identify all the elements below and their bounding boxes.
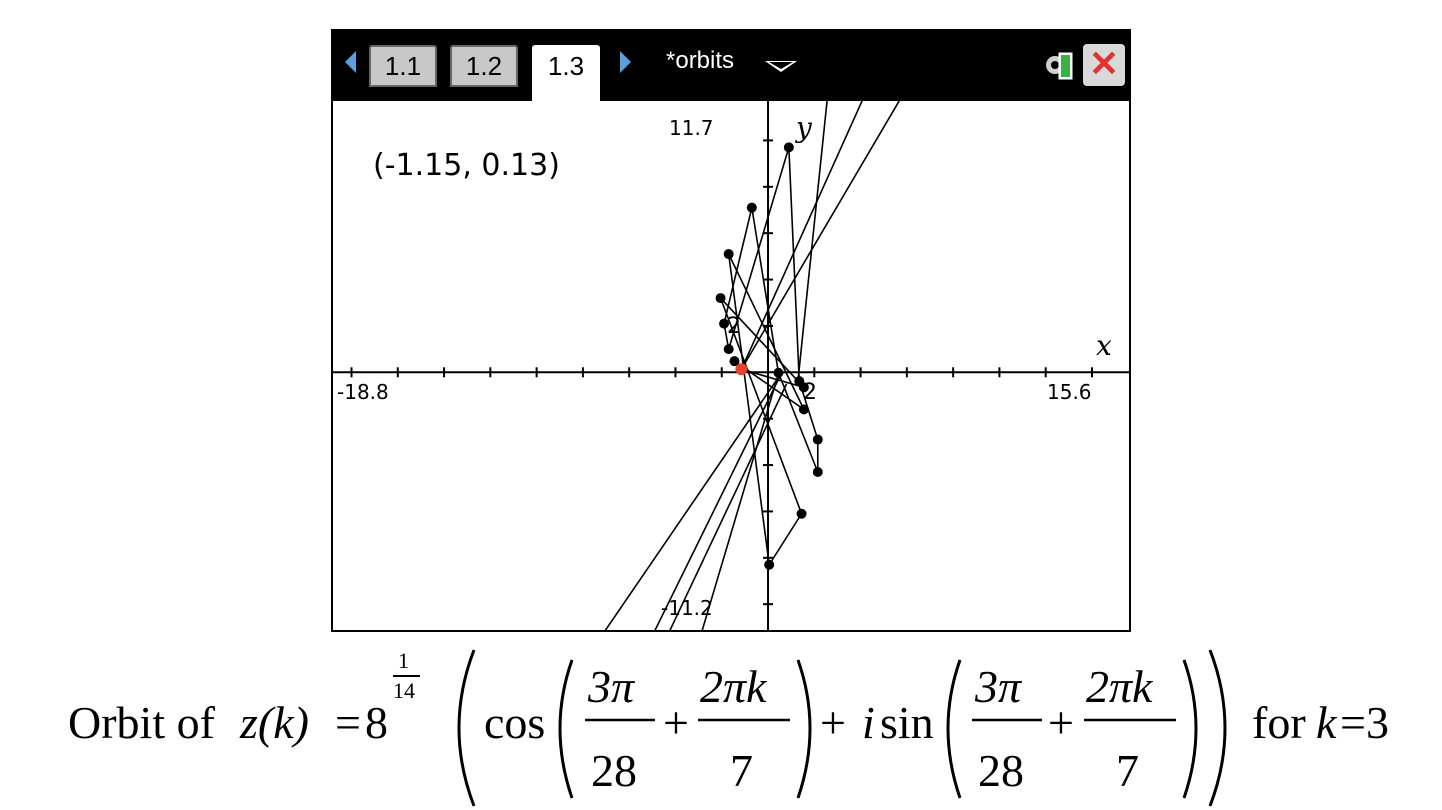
caption-prefix: Orbit of	[68, 697, 216, 748]
sin-paren-right	[1182, 659, 1198, 799]
plus-sign-1: +	[663, 697, 689, 748]
k-variable: k	[1316, 697, 1338, 748]
x-axis-label: x	[1096, 329, 1112, 362]
orbit-segment	[768, 513, 803, 566]
right-arrow-icon[interactable]	[620, 51, 631, 73]
frac1-denominator: 28	[591, 745, 637, 796]
left-arrow-icon[interactable]	[345, 51, 356, 73]
y-min-label: -11.2	[661, 596, 713, 620]
coordinate-readout: (-1.15, 0.13)	[373, 148, 560, 183]
document-title[interactable]: *orbits	[666, 47, 735, 74]
dropdown-caret-icon[interactable]	[765, 61, 797, 72]
sin-label: sin	[880, 697, 934, 748]
imaginary-i: i	[862, 697, 875, 748]
orbit-ray	[740, 101, 901, 370]
frac2-denominator: 7	[730, 745, 753, 796]
tab-1-2[interactable]: 1.2	[450, 45, 518, 87]
orbit-ray	[654, 371, 783, 630]
highlight-point	[735, 363, 748, 376]
orbit-segment	[751, 207, 780, 373]
orbit-point	[764, 559, 775, 570]
battery-gear-icon[interactable]	[1045, 47, 1075, 83]
x-tick-label-2: 2	[803, 380, 817, 405]
exponent-denominator: 14	[393, 678, 415, 703]
frac1-numerator: 3π	[587, 661, 636, 712]
x-min-label: -18.8	[337, 380, 389, 404]
y-max-label: 11.7	[669, 116, 714, 140]
orbit-point	[723, 344, 734, 355]
plus-sign-2: +	[820, 697, 846, 748]
frac3-numerator: 3π	[974, 661, 1023, 712]
orbit-segment	[719, 297, 803, 515]
frac2-numerator: 2πk	[700, 661, 768, 712]
frac4-denominator: 7	[1116, 745, 1139, 796]
orbit-point	[798, 382, 809, 393]
orbit-ray	[604, 371, 783, 630]
orbit-ray	[701, 369, 781, 630]
formula-caption: Orbit of z(k) = 8 1 14 cos 3π 28 + 2πk 7…	[68, 648, 1389, 807]
y-axis-label: y	[794, 111, 813, 144]
orbit-segment	[720, 297, 805, 388]
x-max-label: 15.6	[1047, 380, 1092, 404]
orbit-segment	[788, 147, 801, 382]
tab-1-3[interactable]: 1.3	[532, 45, 600, 101]
outer-paren-left	[457, 649, 476, 807]
graph-area[interactable]: (-1.15, 0.13) 11.7 -11.2 -18.8 15.6 x y …	[333, 101, 1129, 632]
title-bar: 1.1 1.2 1.3 *orbits ✕	[333, 31, 1129, 101]
plus-sign-3: +	[1048, 697, 1074, 748]
orbit-point	[812, 467, 823, 478]
orbit-ray	[669, 383, 788, 630]
orbit-point	[796, 508, 807, 519]
orbit-point	[723, 249, 734, 260]
orbit-point	[798, 404, 809, 415]
axes	[333, 101, 1129, 630]
caption-suffix: for	[1252, 697, 1306, 748]
orbit-point	[812, 434, 823, 445]
frac3-denominator: 28	[978, 745, 1024, 796]
exponent-numerator: 1	[398, 648, 409, 673]
outer-paren-right	[1208, 649, 1227, 807]
orbit-point	[719, 318, 730, 329]
base-8: 8	[365, 697, 388, 748]
orbit-segment	[723, 207, 753, 324]
tab-1-1[interactable]: 1.1	[369, 45, 437, 87]
cos-paren-left	[558, 659, 574, 799]
orbit-segments	[604, 101, 901, 630]
orbit-segment	[727, 253, 770, 565]
sin-paren-left	[946, 659, 962, 799]
orbit-point	[783, 142, 794, 153]
orbit-point	[746, 202, 757, 213]
frac4-numerator: 2πk	[1086, 661, 1154, 712]
z-of-k: z(k)	[239, 697, 309, 748]
orbit-points	[715, 142, 823, 570]
close-icon[interactable]: ✕	[1083, 44, 1125, 86]
orbit-point	[715, 293, 726, 304]
orbit-segment	[777, 372, 819, 473]
calculator-screen: 1.1 1.2 1.3 *orbits ✕ (-1.15, 0.13) 11.7…	[331, 29, 1131, 632]
k-value: =3	[1340, 697, 1389, 748]
equals-sign: =	[335, 697, 361, 748]
cos-label: cos	[484, 697, 545, 748]
orbit-point	[773, 367, 784, 378]
y-tick-label-2: 2	[727, 314, 741, 339]
orbit-ray	[797, 101, 828, 380]
cos-paren-right	[796, 659, 812, 799]
orbit-point	[729, 356, 740, 367]
